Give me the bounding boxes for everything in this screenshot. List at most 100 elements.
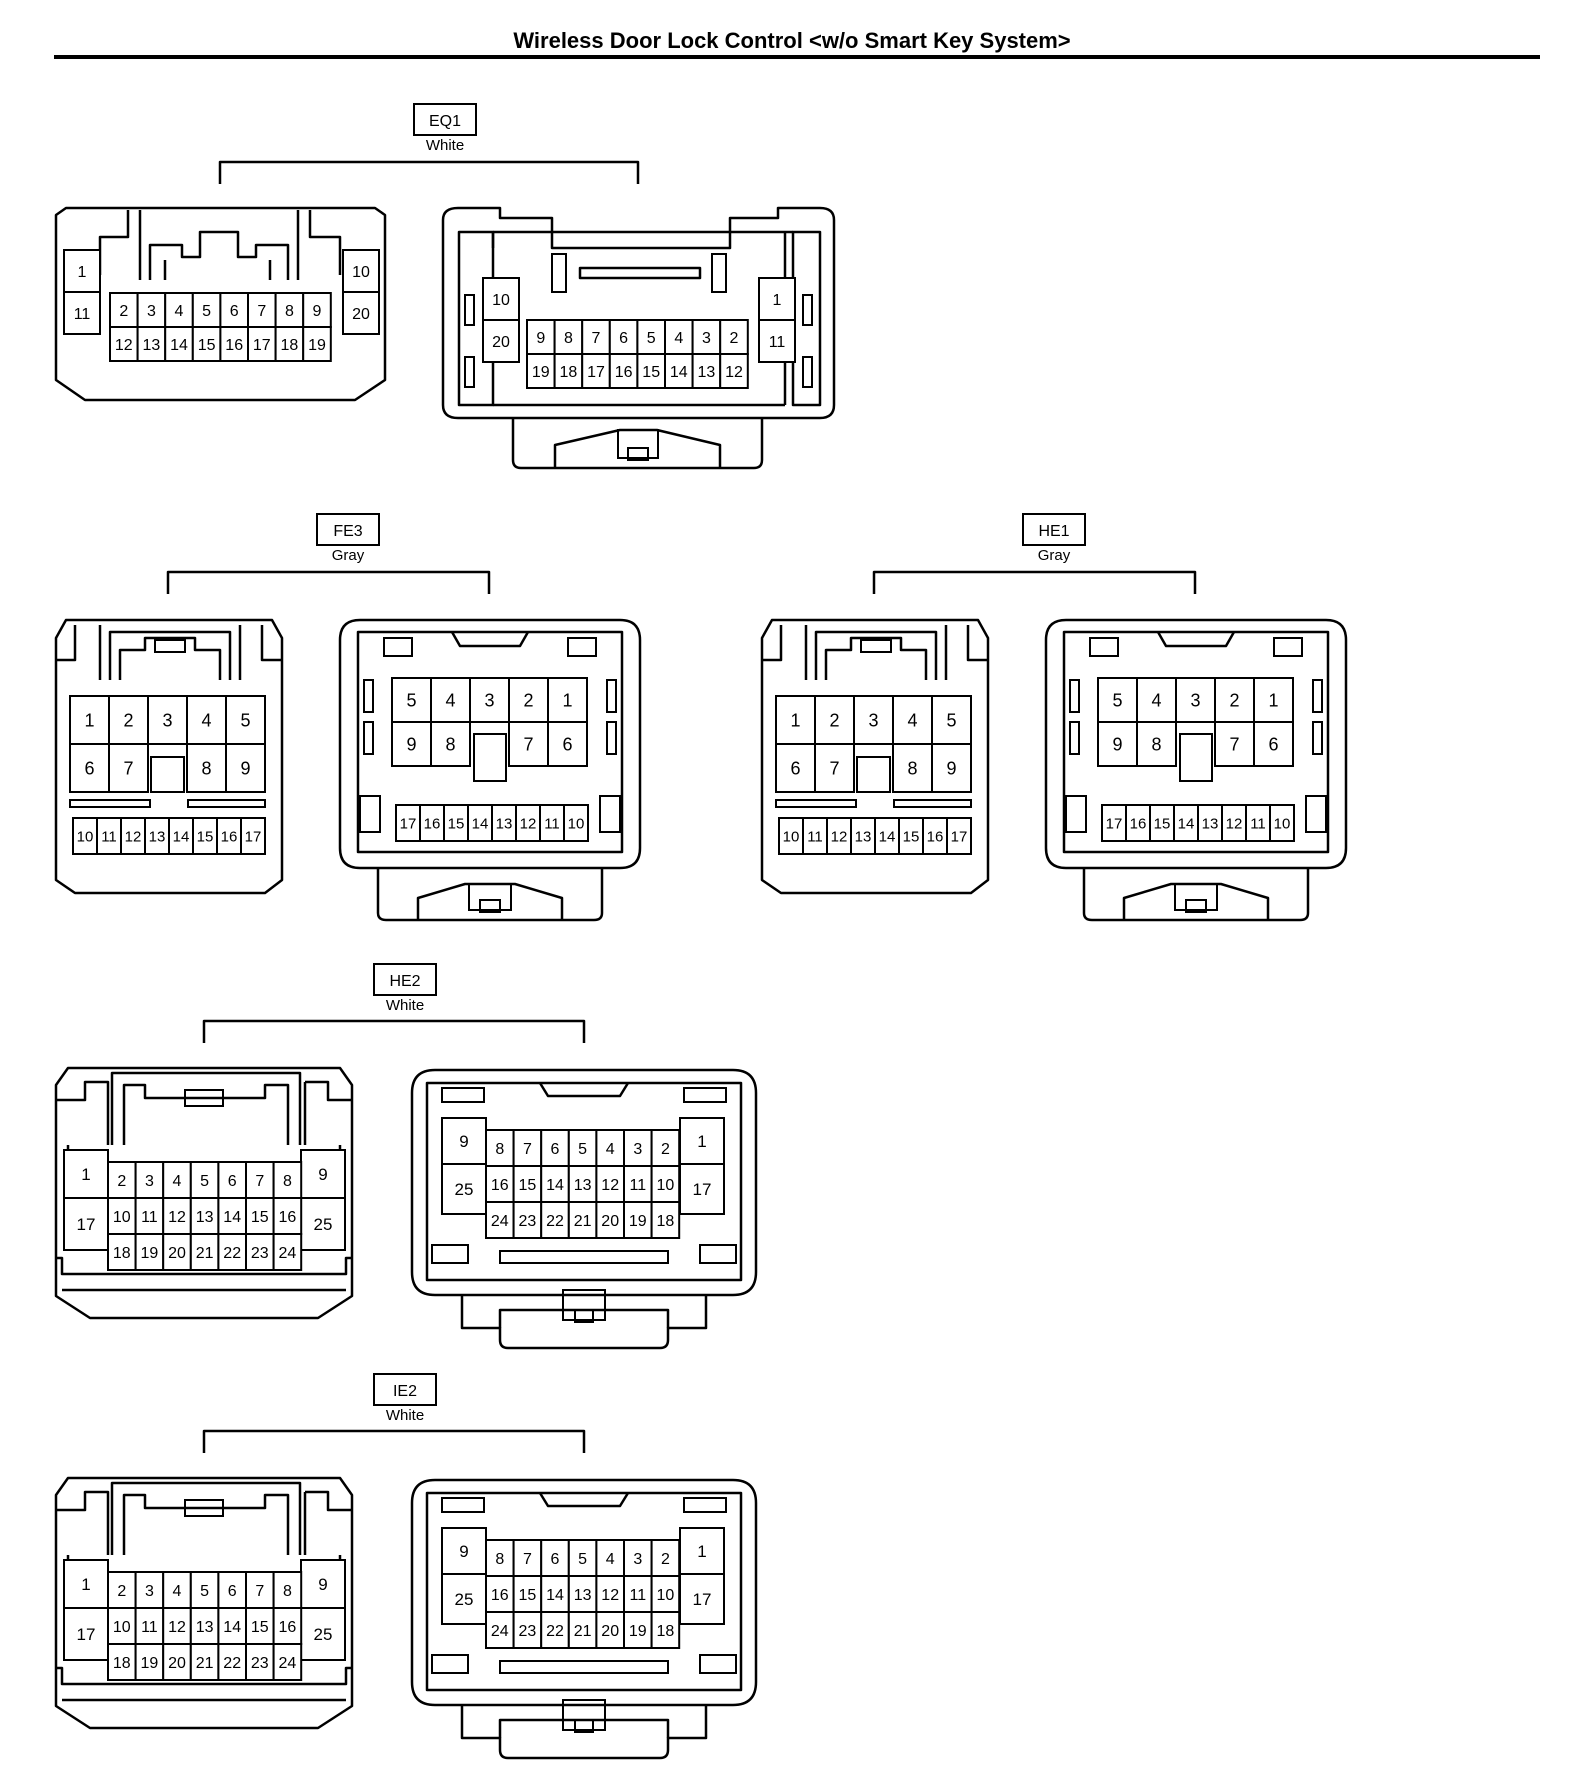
connector-housing [410, 1478, 758, 1707]
pin-number: 2 [829, 710, 839, 730]
pin-cell [608, 319, 639, 355]
pin-cell [1175, 677, 1216, 723]
pin-number: 12 [520, 815, 537, 832]
pin-number: 7 [255, 1583, 264, 1600]
pin-number: 17 [693, 1590, 712, 1609]
housing-latch [538, 1082, 630, 1098]
pin-number: 6 [84, 758, 94, 778]
pin-number: 24 [279, 1245, 297, 1262]
pin-number: 5 [200, 1173, 209, 1190]
pin-number: 16 [615, 364, 633, 381]
pin-cell [107, 1607, 137, 1645]
pin-number: 14 [670, 364, 688, 381]
pin-number: 12 [168, 1209, 186, 1226]
pin-number: 2 [117, 1173, 126, 1190]
latch-notch [627, 447, 649, 461]
pin-cell [946, 817, 972, 855]
connector-housing [1122, 882, 1270, 920]
housing-rib [499, 1250, 669, 1264]
connector-housing [511, 418, 764, 470]
pin-number: 13 [698, 364, 716, 381]
pin-cell [508, 721, 549, 767]
connector-housing [118, 636, 222, 680]
pin-number: 3 [162, 710, 172, 730]
connector-housing [824, 636, 928, 680]
pin-number: 7 [123, 758, 133, 778]
housing-rib [1069, 721, 1080, 755]
pin-number: 16 [279, 1619, 297, 1636]
connector-code: IE2 [393, 1383, 417, 1400]
pin-cell [272, 1643, 303, 1681]
pin-number: 18 [657, 1213, 675, 1230]
pin-number: 1 [84, 710, 94, 730]
pin-cell [69, 695, 110, 745]
connector-housing [56, 1256, 352, 1292]
latch-block [468, 883, 512, 911]
pin-number: 11 [629, 1177, 646, 1194]
pin-cell [623, 1611, 653, 1649]
pin-number: 10 [1274, 815, 1291, 832]
pin-cell [540, 1165, 570, 1203]
pin-number: 11 [629, 1587, 646, 1604]
pin-number: 7 [592, 330, 601, 347]
connector-code-box [373, 1373, 437, 1406]
pin-number: 14 [879, 828, 896, 845]
connector-housing [56, 1490, 352, 1555]
pin-number: 12 [115, 337, 133, 354]
pin-number: 15 [519, 1587, 537, 1604]
pin-cell [245, 1607, 275, 1645]
pin-number: 17 [400, 815, 417, 832]
pin-number: 14 [223, 1209, 241, 1226]
pin-number: 10 [113, 1209, 131, 1226]
pin-number: 13 [855, 828, 872, 845]
pin-cell [581, 319, 611, 355]
pin-number: 1 [697, 1542, 706, 1561]
housing-latch [450, 631, 530, 648]
connector-housing [441, 206, 836, 420]
pair-bracket [218, 160, 640, 184]
pin-cell [274, 326, 305, 362]
latch-block [1174, 883, 1218, 911]
pin-number: 2 [523, 690, 533, 710]
pin-cell [63, 291, 101, 335]
pin-cell [162, 1197, 192, 1235]
pin-number: 5 [406, 690, 416, 710]
pin-number: 20 [492, 334, 510, 351]
pin-number: 20 [168, 1245, 186, 1262]
connector-code-box [1022, 513, 1086, 546]
pin-cell [342, 249, 380, 293]
connector-housing [376, 868, 604, 922]
pin-cell [217, 1233, 247, 1271]
connector-code-box [316, 513, 380, 546]
pin-cell [595, 1129, 626, 1167]
housing-tab [551, 253, 567, 293]
polarizing-key [1179, 733, 1213, 782]
pin-number: 23 [519, 1213, 537, 1230]
pin-number: 3 [633, 1551, 642, 1568]
housing-rib [1065, 795, 1087, 833]
pin-number: 15 [198, 337, 216, 354]
connector-housing [460, 1295, 708, 1350]
pin-number: 8 [445, 734, 455, 754]
pin-number: 17 [77, 1625, 96, 1644]
connector-housing [56, 625, 282, 680]
pin-cell [225, 743, 266, 793]
pin-cell [162, 1233, 192, 1271]
pin-number: 15 [251, 1209, 269, 1226]
pin-cell [512, 1575, 543, 1613]
pin-number: 3 [702, 330, 711, 347]
pin-number: 14 [223, 1619, 241, 1636]
pin-number: 7 [523, 1551, 532, 1568]
pin-number: 6 [551, 1551, 560, 1568]
pin-number: 3 [633, 1141, 642, 1158]
pin-cell [162, 1161, 192, 1199]
pin-cell [1136, 721, 1177, 767]
housing-notch [441, 1087, 485, 1103]
connector-housing [110, 1481, 302, 1555]
pin-cell [1101, 804, 1127, 842]
connector-housing [56, 1666, 352, 1702]
pin-number: 15 [251, 1619, 269, 1636]
housing-rib [802, 294, 813, 326]
pin-number: 15 [903, 828, 920, 845]
latch-notch [1185, 899, 1207, 913]
